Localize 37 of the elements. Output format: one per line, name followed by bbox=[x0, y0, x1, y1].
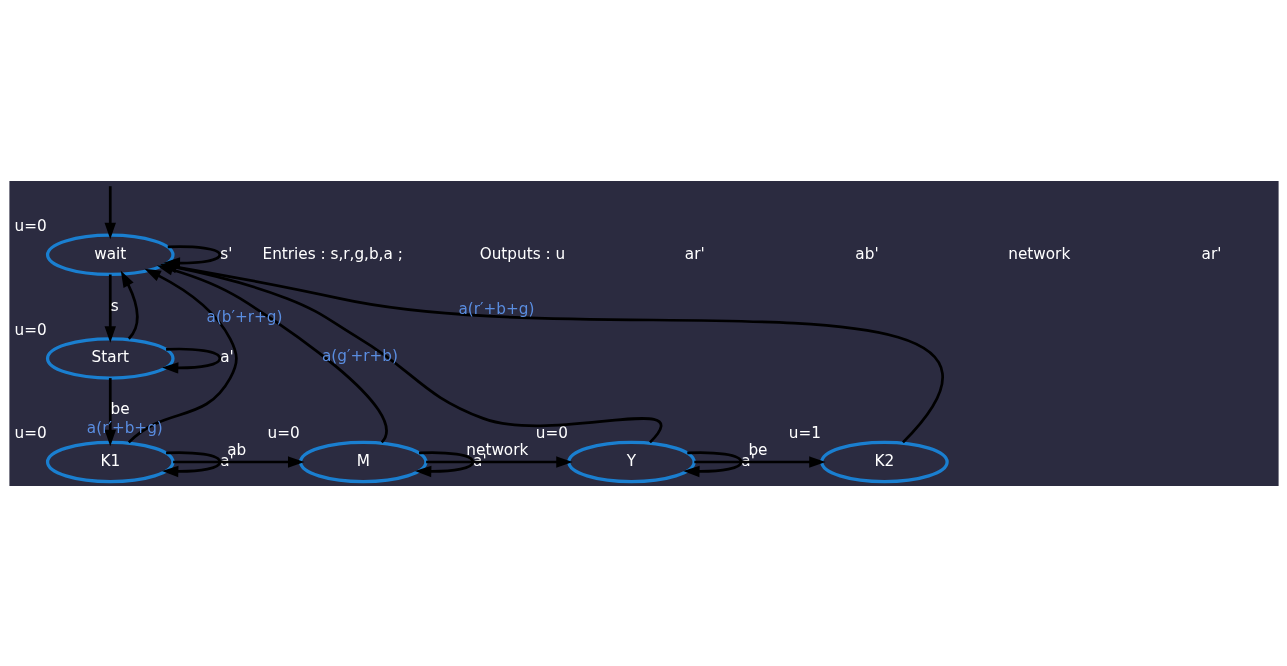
edge-label: s' bbox=[219, 244, 232, 263]
node-label: u=0 bbox=[14, 216, 47, 235]
arrow bbox=[120, 270, 139, 340]
edge-label: a(r′+b+g) bbox=[86, 418, 163, 437]
edge-label: be bbox=[110, 399, 130, 418]
arrow bbox=[414, 450, 474, 477]
arrow bbox=[104, 274, 116, 343]
node-ellipse: Start bbox=[45, 336, 175, 380]
node-label: u=0 bbox=[267, 423, 300, 442]
node-label: u=0 bbox=[14, 320, 47, 339]
arrow bbox=[172, 455, 304, 468]
node-label: u=0 bbox=[14, 423, 47, 442]
edge-label: a' bbox=[219, 347, 234, 366]
arrow bbox=[104, 377, 116, 446]
node-ellipse: M bbox=[298, 440, 428, 483]
label: Outputs : u bbox=[479, 244, 565, 263]
arrow bbox=[161, 450, 221, 477]
arrow bbox=[425, 455, 573, 468]
arrow bbox=[682, 450, 742, 477]
label: Entries : s,r,g,b,a ; bbox=[262, 244, 403, 263]
edge-label: a(g′+r+b) bbox=[321, 346, 398, 365]
label: ab' bbox=[854, 244, 879, 263]
edge-label: s bbox=[110, 296, 119, 315]
node-label: u=1 bbox=[788, 423, 821, 442]
label: ar' bbox=[684, 244, 705, 263]
node-label: u=0 bbox=[535, 423, 568, 442]
arrow bbox=[127, 268, 238, 443]
node-ellipse: K2 bbox=[819, 440, 949, 483]
label: network bbox=[1007, 244, 1070, 263]
label: ar' bbox=[1201, 244, 1221, 263]
edge-label: a(b′+r+g) bbox=[206, 307, 282, 326]
arrow bbox=[104, 185, 116, 239]
edge-label: a(r′+b+g) bbox=[458, 299, 534, 318]
arrow bbox=[693, 455, 826, 468]
node-ellipse: Y bbox=[566, 440, 696, 483]
arrow bbox=[161, 347, 221, 374]
node-ellipse: K1 bbox=[45, 440, 175, 483]
